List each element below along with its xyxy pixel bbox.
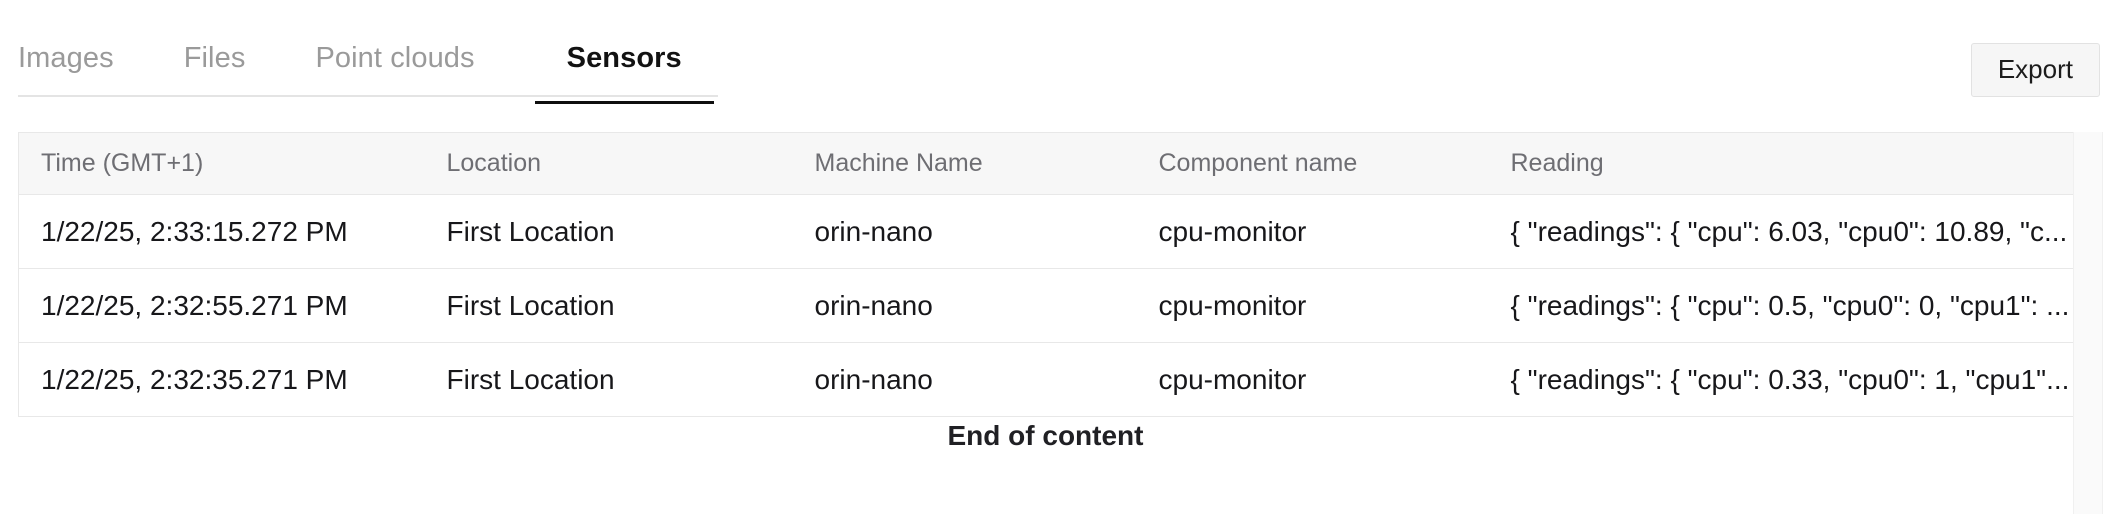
- table-row[interactable]: 1/22/25, 2:32:35.271 PM First Location o…: [18, 342, 2073, 417]
- tab-point-clouds[interactable]: Point clouds: [315, 42, 475, 74]
- cell-component-name: cpu-monitor: [1142, 194, 1495, 269]
- tab-bar: Images Files Point clouds Sensors: [18, 14, 718, 104]
- cell-machine-name: orin-nano: [798, 268, 1143, 343]
- cell-location: First Location: [430, 342, 799, 417]
- cell-time: 1/22/25, 2:33:15.272 PM: [18, 194, 431, 269]
- sensors-table: Time (GMT+1) Location Machine Name Compo…: [18, 132, 2073, 417]
- cell-location: First Location: [430, 268, 799, 343]
- table-row[interactable]: 1/22/25, 2:33:15.272 PM First Location o…: [18, 194, 2073, 269]
- sensors-table-container: Time (GMT+1) Location Machine Name Compo…: [18, 132, 2073, 417]
- cell-time: 1/22/25, 2:32:35.271 PM: [18, 342, 431, 417]
- export-button[interactable]: Export: [1970, 43, 2100, 97]
- cell-reading: { "readings": { "cpu": 6.03, "cpu0": 10.…: [1494, 194, 2073, 269]
- cell-machine-name: orin-nano: [798, 194, 1143, 269]
- table-header-row: Time (GMT+1) Location Machine Name Compo…: [18, 132, 2073, 195]
- tab-sensors[interactable]: Sensors: [534, 14, 714, 104]
- cell-component-name: cpu-monitor: [1142, 342, 1495, 417]
- cell-location: First Location: [430, 194, 799, 269]
- tab-files[interactable]: Files: [183, 42, 246, 74]
- column-header-location[interactable]: Location: [430, 132, 799, 195]
- cell-reading: { "readings": { "cpu": 0.33, "cpu0": 1, …: [1494, 342, 2073, 417]
- end-of-content-label: End of content: [947, 420, 1144, 451]
- tab-images[interactable]: Images: [18, 42, 114, 74]
- column-header-machine-name[interactable]: Machine Name: [798, 132, 1143, 195]
- table-body: 1/22/25, 2:33:15.272 PM First Location o…: [18, 194, 2073, 417]
- cell-time: 1/22/25, 2:32:55.271 PM: [18, 268, 431, 343]
- column-header-component-name[interactable]: Component name: [1142, 132, 1495, 195]
- cell-reading: { "readings": { "cpu": 0.5, "cpu0": 0, "…: [1494, 268, 2073, 343]
- vertical-scrollbar[interactable]: [2073, 132, 2103, 514]
- cell-component-name: cpu-monitor: [1142, 268, 1495, 343]
- table-row[interactable]: 1/22/25, 2:32:55.271 PM First Location o…: [18, 268, 2073, 343]
- column-header-time[interactable]: Time (GMT+1): [18, 132, 431, 195]
- cell-machine-name: orin-nano: [798, 342, 1143, 417]
- column-header-reading[interactable]: Reading: [1494, 132, 2073, 195]
- table-header: Time (GMT+1) Location Machine Name Compo…: [18, 132, 2073, 195]
